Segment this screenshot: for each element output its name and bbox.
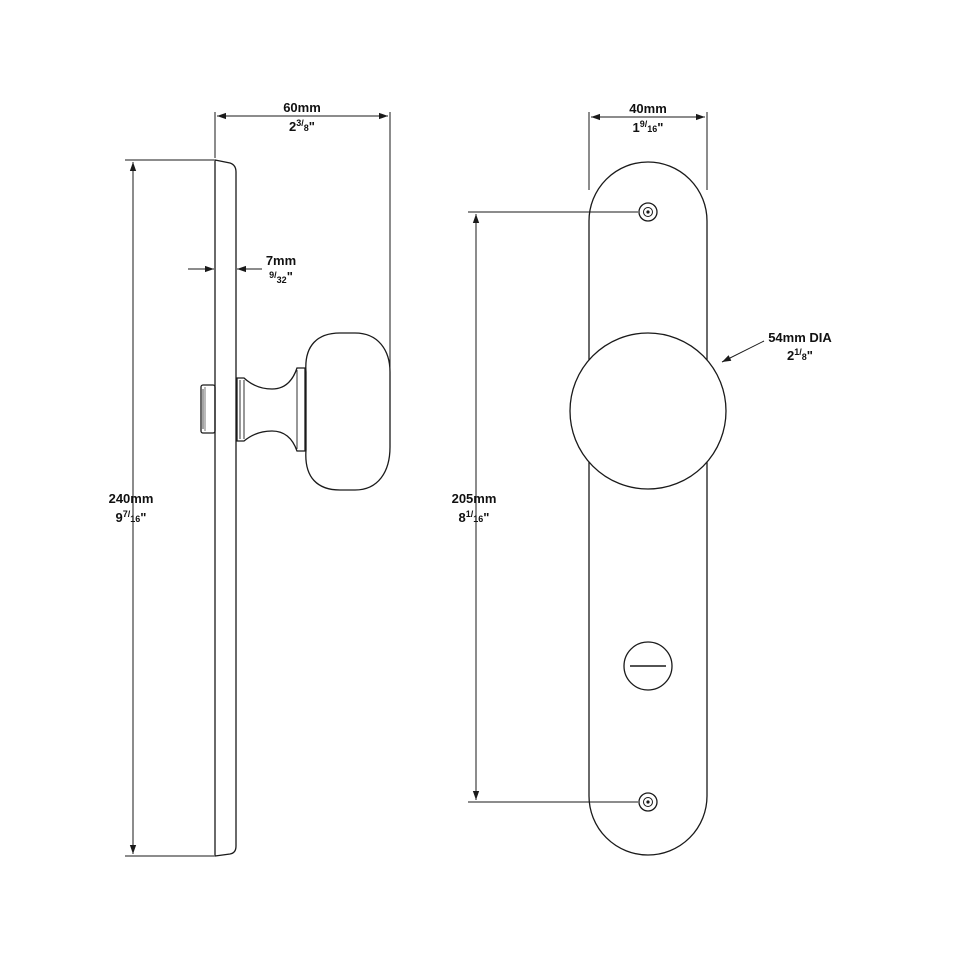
leader-knob-diameter (721, 340, 765, 363)
dim-label-knob-diameter: 54mm DIA (768, 330, 832, 345)
front-knob (569, 332, 727, 490)
dim-label-height: 240mm (109, 491, 154, 506)
dim-label-thickness: 7mm (266, 253, 296, 268)
dim-label-projection: 60mm (283, 100, 321, 115)
dim-imperial-thickness: 9/32" (269, 269, 293, 285)
dim-imperial-screw-centers: 81/16" (459, 509, 490, 525)
dim-imperial-knob-diameter: 21/8" (787, 347, 813, 363)
dim-imperial-height: 97/16" (116, 509, 147, 525)
side-spindle-stub (200, 384, 216, 434)
dim-imperial-projection: 23/8" (289, 118, 315, 134)
front-view (468, 112, 765, 856)
side-view (125, 112, 391, 857)
dim-imperial-plate-width: 19/16" (633, 119, 664, 135)
bottom-screw (638, 792, 658, 812)
side-knob-rose (236, 367, 306, 452)
top-screw (638, 202, 658, 222)
emergency-release (623, 641, 673, 691)
dim-label-plate-width: 40mm (629, 101, 667, 116)
front-backplate (588, 161, 708, 856)
dim-label-screw-centers: 205mm (452, 491, 497, 506)
side-backplate (214, 159, 237, 857)
side-knob-head (305, 332, 391, 491)
